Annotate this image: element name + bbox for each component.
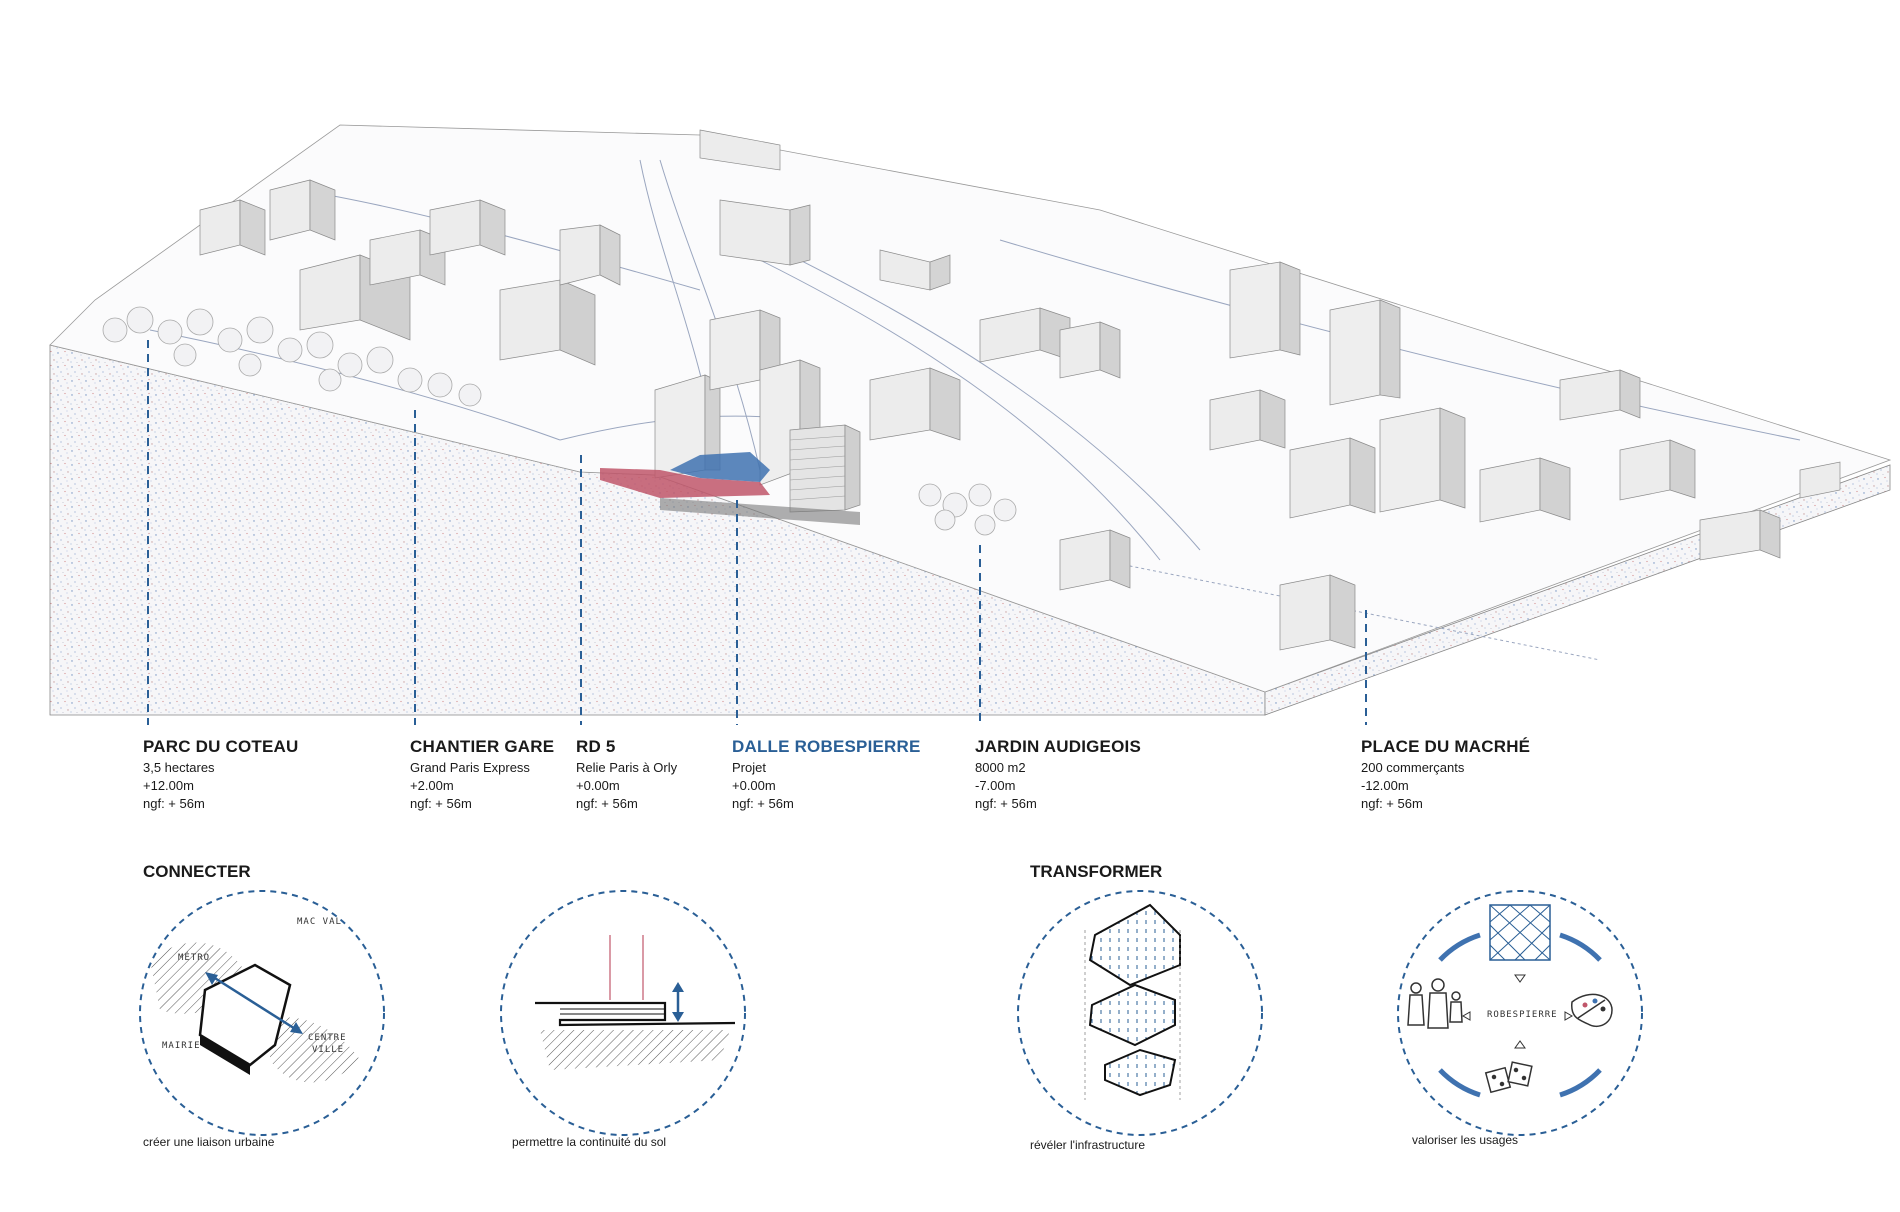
label-jardin-audigeois: JARDIN AUDIGEOIS 8000 m2 -7.00m ngf: + 5… (975, 737, 1141, 812)
site-model (49, 124, 1892, 716)
label-place-du-marche: PLACE DU MACRHÉ 200 commerçants -12.00m … (1361, 737, 1531, 812)
sketch-label-centre: CENTRE (308, 1033, 347, 1043)
dice-icon (1484, 1061, 1533, 1094)
label-title: CHANTIER GARE (410, 737, 555, 756)
label-parc-du-coteau: PARC DU COTEAU 3,5 hectares +12.00m ngf:… (143, 737, 299, 812)
tower-5 (1329, 299, 1381, 406)
layer-top (1088, 903, 1181, 987)
caption-liaison-urbaine: créer une liaison urbaine (143, 1135, 275, 1149)
dalle-robespierre (600, 452, 860, 525)
label-rd5: RD 5 Relie Paris à Orly +0.00m ngf: + 56… (576, 737, 678, 812)
layer-mid (1088, 983, 1176, 1047)
label-dalle-robespierre: DALLE ROBESPIERRE Projet +0.00m ngf: + 5… (732, 737, 921, 812)
trees-jardin (918, 483, 1017, 536)
layer-bottom (1104, 1048, 1177, 1097)
caption-continuite-sol: permettre la continuité du sol (512, 1135, 667, 1149)
label-title: DALLE ROBESPIERRE (732, 737, 921, 756)
circle-connecter-2 (500, 890, 746, 1136)
tower-6 (1379, 407, 1441, 513)
section-title-connecter: CONNECTER (143, 862, 251, 881)
buildings (199, 129, 1841, 651)
sketch-label-ville: VILLE (312, 1045, 344, 1055)
sketch-label-mairie: MAIRIE (162, 1041, 201, 1051)
caption-reveler-infrastructure: révéler l'infrastructure (1030, 1138, 1145, 1152)
tower-4 (1229, 261, 1281, 359)
sketch-label-robespierre: ROBESPIERRE (1487, 1010, 1558, 1020)
circle-transformer-2: ROBESPIERRE (1397, 890, 1643, 1136)
palette-icon (1571, 993, 1613, 1028)
label-title: RD 5 (576, 737, 616, 756)
dalle-blue-area (670, 452, 770, 482)
caption-valoriser-usages: valoriser les usages (1412, 1133, 1519, 1147)
people-icon (1407, 978, 1463, 1029)
sketch-label-macval: MAC VAL (297, 917, 342, 927)
label-title: PLACE DU MACRHÉ (1361, 737, 1531, 756)
dalle-red-area (600, 468, 770, 498)
circle-transformer-1 (1017, 890, 1263, 1136)
label-chantier-gare: CHANTIER GARE Grand Paris Express +2.00m… (410, 737, 555, 812)
label-title: PARC DU COTEAU (143, 737, 299, 756)
label-title: JARDIN AUDIGEOIS (975, 737, 1141, 756)
circle-connecter-1: MÉTRO MAC VAL MAIRIE CENTRE VILLE (139, 890, 385, 1136)
leader-lines (147, 340, 1367, 725)
arrow-icons (1461, 974, 1574, 1049)
trees-parc (102, 306, 482, 407)
tower-2 (709, 309, 761, 391)
sketch-label-metro: MÉTRO (178, 951, 210, 963)
section-title-transformer: TRANSFORMER (1030, 862, 1163, 881)
